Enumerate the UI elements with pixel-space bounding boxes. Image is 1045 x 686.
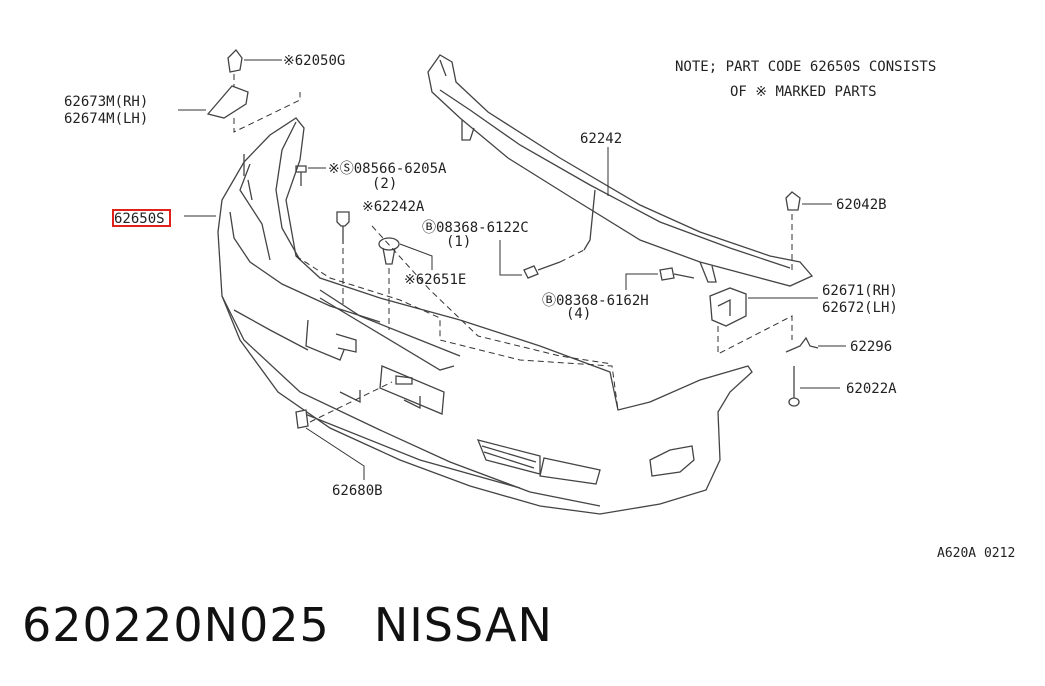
highlight-box: [112, 209, 171, 227]
label-62671: 62671(RH): [822, 283, 898, 299]
footer-brand: NISSAN: [373, 598, 553, 652]
label-62651E: ※62651E: [404, 272, 466, 288]
clip-62242A: [336, 211, 350, 244]
label-62673M: 62673M(RH): [64, 94, 148, 110]
clip-62050G: [227, 49, 243, 73]
note-line-1: NOTE; PART CODE 62650S CONSISTS: [675, 59, 936, 75]
bumper-fascia-62650S: [217, 117, 753, 515]
nut-62042B: [785, 191, 801, 211]
label-62674M: 62674M(LH): [64, 111, 148, 127]
diagram-code: A620A 0212: [937, 546, 1015, 561]
note-line-2: OF ※ MARKED PARTS: [730, 84, 877, 100]
label-62672: 62672(LH): [822, 300, 898, 316]
bolt-08368-6162H: [659, 267, 695, 281]
label-62650S: 62650S: [114, 211, 165, 227]
label-62296: 62296: [850, 339, 892, 355]
label-62680B: 62680B: [332, 483, 383, 499]
clip-62680B: [295, 409, 309, 429]
label-08566-6205A: ※Ⓢ08566-6205A: [328, 161, 447, 177]
label-62242A: ※62242A: [362, 199, 425, 215]
reinforcement-62242: [427, 54, 814, 287]
label-08368-6162H: Ⓑ08368-6162H: [542, 293, 649, 309]
qty-08368-6122C: (1): [446, 234, 471, 250]
qty-08566-6205A: (2): [372, 176, 397, 192]
label-08368-6122C: Ⓑ08368-6122C: [422, 220, 529, 236]
bolt-08368-6122C: [523, 261, 561, 279]
label-62242: 62242: [580, 131, 622, 147]
clip-62651E: [378, 237, 400, 265]
footer-caption: 620220N025 NISSAN: [22, 598, 597, 652]
bolt-62022A: [788, 366, 800, 407]
label-62022A: 62022A: [846, 381, 897, 397]
clip-62296: [785, 336, 819, 353]
bracket-62671: [709, 287, 747, 327]
label-62042B: 62042B: [836, 197, 887, 213]
label-62050G: ※62050G: [283, 53, 345, 69]
bracket-62673M: [206, 85, 249, 119]
footer-part-number: 620220N025: [22, 598, 330, 652]
qty-08368-6162H: (4): [566, 306, 591, 322]
